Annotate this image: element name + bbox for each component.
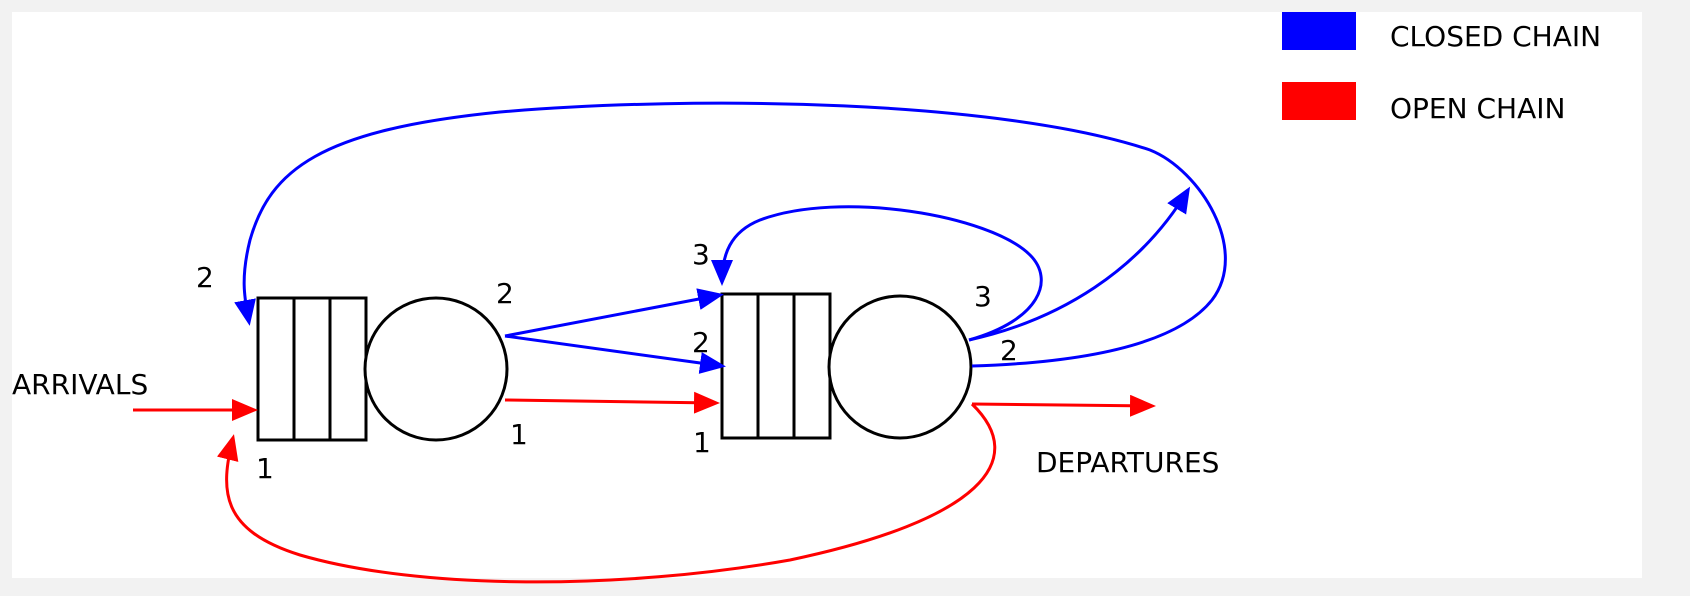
- closed-q2-feedback-loop: [711, 205, 1043, 342]
- q1-to-q2-open-arrow: [504, 391, 720, 414]
- legend-closed-swatch: [1282, 12, 1356, 50]
- q2-in-feedback-label: 3: [692, 238, 710, 271]
- closed-top-loop: [234, 101, 1227, 368]
- legend-open-label: OPEN CHAIN: [1390, 92, 1565, 125]
- departures-label: DEPARTURES: [1036, 446, 1219, 479]
- queue1-server: [363, 296, 509, 442]
- q2-out-feedback-label: 3: [974, 280, 992, 313]
- q2-in-closed-label: 2: [692, 326, 710, 359]
- q1-out-closed-label: 2: [496, 277, 514, 310]
- open-feedback-loop: [216, 402, 997, 584]
- closed-rising-arrow: [968, 186, 1191, 342]
- queue1-buffer: [256, 296, 368, 442]
- q1-to-q2-closed-arrow-lower: [504, 334, 726, 374]
- q1-in-open-label: 1: [256, 452, 274, 485]
- diagram-canvas: CLOSED CHAIN OPEN CHAIN ARRIVALS DEPARTU…: [12, 12, 1642, 584]
- queue2-server: [827, 294, 973, 440]
- queue2-buffer: [720, 292, 832, 440]
- q1-out-open-label: 1: [510, 418, 528, 451]
- q2-in-open-label: 1: [693, 426, 711, 459]
- q2-out-closed-label: 2: [1000, 334, 1018, 367]
- legend-closed-label: CLOSED CHAIN: [1390, 20, 1601, 53]
- q1-to-q2-closed-arrow-upper: [504, 288, 724, 338]
- arrivals-label: ARRIVALS: [12, 368, 148, 401]
- q1-in-closed-label: 2: [196, 261, 214, 294]
- departures-arrow: [971, 394, 1156, 417]
- legend-open-swatch: [1282, 82, 1356, 120]
